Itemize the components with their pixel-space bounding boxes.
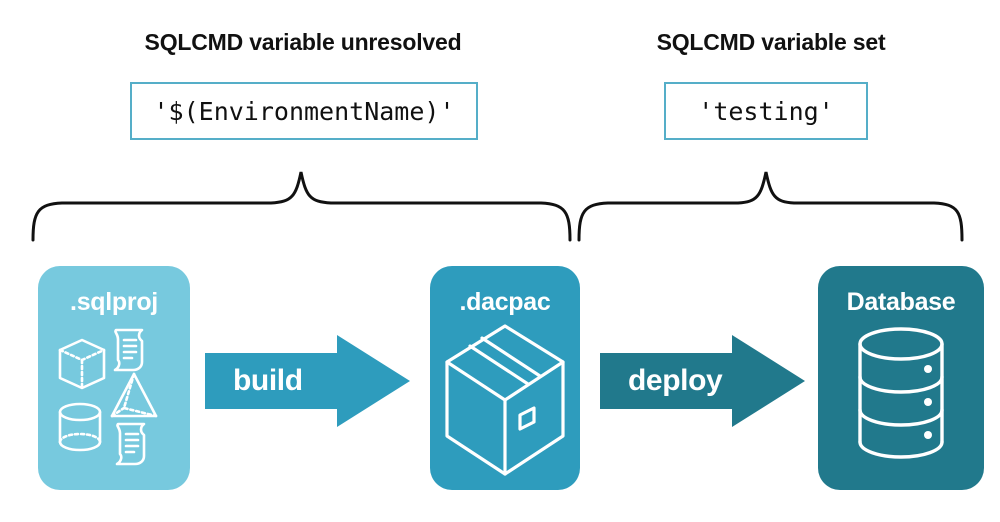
package-box-icon xyxy=(445,324,565,476)
arrow-build: build xyxy=(205,335,410,427)
database-status-dots xyxy=(924,365,932,439)
scroll-icon xyxy=(113,328,144,372)
brace-group xyxy=(31,171,964,242)
cube-icon xyxy=(58,338,106,390)
arrow-build-shape xyxy=(205,335,410,427)
arrow-deploy-label: deploy xyxy=(628,364,723,397)
arrow-build-label: build xyxy=(233,364,303,397)
sqlproj-artwork xyxy=(58,328,158,466)
stage-label-dacpac: .dacpac xyxy=(459,288,551,316)
heading-sqlcmd-variable-unresolved: SQLCMD variable unresolved xyxy=(144,29,462,55)
pyramid-icon xyxy=(110,372,158,418)
code-box-environment-name: '$(EnvironmentName)' xyxy=(130,82,478,140)
right-brace-icon xyxy=(577,171,964,242)
stage-label-database: Database xyxy=(846,288,956,316)
database-cylinder-icon xyxy=(858,327,944,459)
left-brace-icon xyxy=(31,171,572,242)
arrow-deploy: deploy xyxy=(600,335,805,427)
stage-box-database: Database xyxy=(818,266,984,490)
stage-box-sqlproj: .sqlproj xyxy=(38,266,190,490)
code-box-testing: 'testing' xyxy=(664,82,868,140)
heading-sqlcmd-variable-set: SQLCMD variable set xyxy=(656,29,886,55)
arrow-deploy-shape xyxy=(600,335,805,427)
dacpac-artwork xyxy=(445,324,565,476)
database-artwork xyxy=(858,327,944,459)
stage-label-sqlproj: .sqlproj xyxy=(70,288,158,316)
stage-box-dacpac: .dacpac xyxy=(430,266,580,490)
scroll-icon xyxy=(115,422,146,466)
cylinder-icon xyxy=(58,402,102,452)
